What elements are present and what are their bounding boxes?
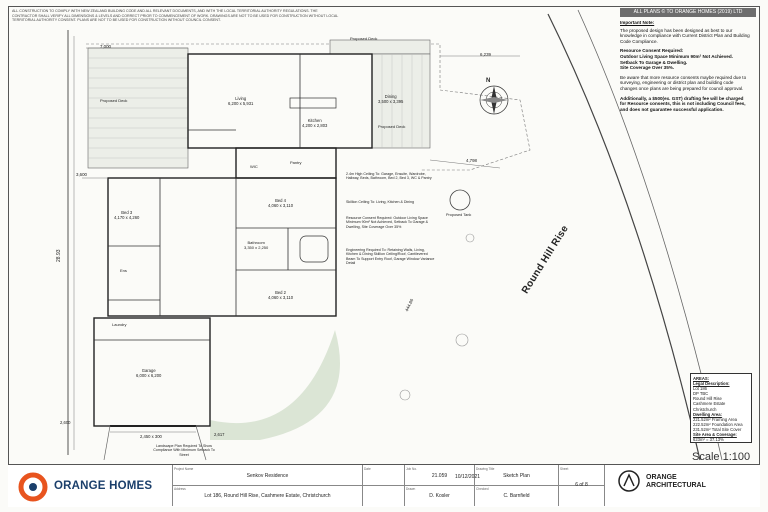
job-cell: Job No. 21.059: [405, 466, 474, 485]
ceiling-height-note: 2.4m High Ceiling To: Garage, Ensuite, W…: [346, 172, 432, 181]
dim-top-right: 6,239: [480, 52, 491, 57]
legal-lot: Lot 186: [693, 386, 707, 392]
resource-note: Resource Consent Required: Outdoor Livin…: [346, 216, 429, 229]
project-name: Senkov Residence: [246, 473, 289, 479]
deck-top-label: Proposed Deck: [350, 36, 378, 41]
site-boundary-arc: [547, 13, 701, 461]
bedroom-wing: [107, 177, 337, 317]
landscape-note: Landscape Plan Required To Show Complian…: [153, 444, 215, 457]
legal-city: Christchurch: [693, 406, 717, 412]
skillion-note: Skillion Ceiling To: Living, Kitchen & D…: [346, 200, 415, 204]
foundation-area: 222.52m² Foundation Area: [693, 421, 743, 427]
drawing-title: Sketch Plan: [503, 473, 530, 479]
checked-by: C. Barnfield: [503, 493, 530, 499]
kitchen-island: [289, 97, 337, 109]
north-compass: [479, 85, 509, 115]
title-cell: Drawing Title Sketch Plan: [475, 466, 558, 485]
dim-bottom-right: 2,617: [214, 432, 225, 437]
orange-architectural-logo-icon: [618, 470, 640, 492]
landscape-area: [210, 330, 340, 440]
site-coverage: 623m² = 37.13%: [693, 437, 724, 443]
areas-box: AREAS: Legal Description: Lot 186 DP TBC…: [690, 373, 752, 443]
drawn-by: D. Kosler: [429, 493, 450, 499]
brand-name: ORANGE HOMES: [54, 480, 153, 492]
north-label: N: [486, 78, 491, 84]
engineering-note: Engineering Required To: Retaining Walls…: [346, 248, 435, 266]
site-depth-dim: 28.93: [56, 249, 62, 262]
deck-top: [329, 39, 431, 55]
dim-top-left: 7,000: [100, 44, 111, 49]
site-cover-area: 231.52m² Total Site Cover: [693, 426, 742, 432]
legal-dp: DP TBC: [693, 391, 709, 397]
bathtub: [299, 235, 329, 263]
dim-right: 4,798: [466, 158, 477, 163]
deck-right-label: Proposed Deck: [378, 124, 406, 129]
job-number: 21.059: [431, 473, 448, 479]
drawing-scale: Scale 1:100: [692, 451, 751, 463]
framing-area: 221.52m² Framing Area: [693, 416, 737, 422]
legal-heading: Legal Description:: [693, 381, 730, 387]
tank-label: Proposed Tank: [446, 213, 472, 217]
date-value-cell: 10/12/2021: [415, 474, 515, 484]
important-notes: Important Note: The proposed design has …: [620, 20, 750, 116]
site-heading: Site Area & Coverage:: [693, 432, 737, 438]
notes-paragraph-4: Additionally, a $500(ex. GST) drafting f…: [620, 95, 746, 112]
areas-heading: AREAS:: [693, 376, 710, 381]
wic-label: WIC: [250, 164, 258, 169]
notes-paragraph-3: Be aware that more resource consents may…: [620, 74, 747, 91]
checked-cell: Checked C. Barnfield: [475, 486, 558, 505]
project-cell: Project Name Senkov Residence: [173, 466, 362, 485]
drawing-date: 10/12/2021: [455, 474, 481, 480]
notes-paragraph-1: The proposed design has been designed as…: [620, 27, 750, 44]
ensuite-label: Ens: [120, 268, 127, 273]
kitchen-service: [235, 147, 337, 179]
living-block: [187, 53, 373, 149]
address-cell: Address Lot 186, Round Hill Rise, Cashme…: [173, 486, 362, 505]
legal-estate: Cashmere Estate: [693, 401, 726, 407]
drawn-cell: Drawn D. Kosler: [405, 486, 474, 505]
water-tank: [449, 189, 471, 211]
deck-left-label: Proposed Deck: [100, 98, 128, 103]
copyright-banner: ALL PLANS © TO ORANGE HOMES (2019) LTD: [620, 8, 756, 17]
legal-street: Round Hill Rise: [693, 396, 722, 402]
architect-name: ORANGE ARCHITECTURAL: [646, 474, 706, 489]
sheet-cell: Sheet 6 of 8: [559, 466, 604, 505]
dim-corner: 2,600: [60, 420, 71, 425]
setback-dashed: [86, 43, 531, 171]
dim-left: 3,600: [76, 172, 87, 177]
construction-note: All construction to comply with New Zeal…: [12, 9, 339, 23]
deck-right: [371, 53, 431, 149]
sheet-number: 6 of 8: [575, 482, 588, 488]
project-address: Lot 186, Round Hill Rise, Cashmere Estat…: [204, 493, 331, 499]
laundry-label: Laundry: [112, 322, 127, 327]
orange-homes-logo-icon: [18, 472, 48, 502]
dim-bottom: 2,450 x 300: [140, 434, 162, 439]
date-cell: Date: [364, 467, 371, 471]
dwelling-heading: Dwelling Area:: [693, 411, 722, 417]
notes-resource-block: Resource Consent Required: Outdoor Livin…: [620, 48, 733, 71]
notes-heading: Important Note:: [620, 20, 655, 25]
pantry-label: Pantry: [290, 160, 302, 165]
